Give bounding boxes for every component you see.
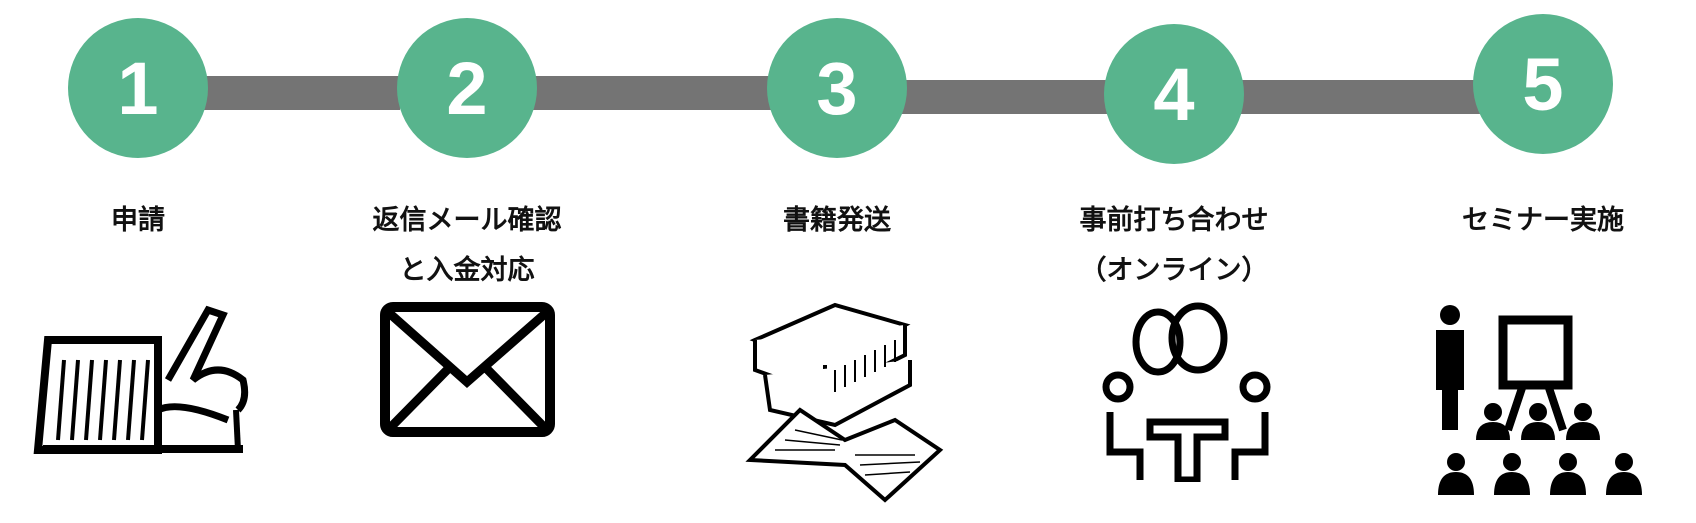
connector-4-5 [1235, 80, 1485, 114]
step-5-circle: 5 [1473, 14, 1613, 154]
step-4-label: 事前打ち合わせ（オンライン） [1079, 205, 1269, 286]
connector-2-3 [530, 76, 780, 110]
step-2-circle: 2 [397, 18, 537, 158]
step-1-label: 申請 [111, 205, 165, 236]
step-3-circle: 3 [767, 18, 907, 158]
step-1-circle: 1 [68, 18, 208, 158]
connector-1-2 [200, 76, 400, 110]
books-icon [745, 302, 944, 503]
writing-hand-icon [33, 305, 249, 454]
seminar-icon [1436, 305, 1642, 495]
connector-3-4 [900, 80, 1120, 114]
meeting-icon [1102, 302, 1271, 482]
step-3-label: 書籍発送 [783, 205, 891, 236]
step-2-label: 返信メール確認と入金対応 [372, 205, 562, 286]
envelope-icon [380, 302, 555, 437]
step-4-circle: 4 [1104, 24, 1244, 164]
step-5-label: セミナー実施 [1462, 205, 1624, 236]
